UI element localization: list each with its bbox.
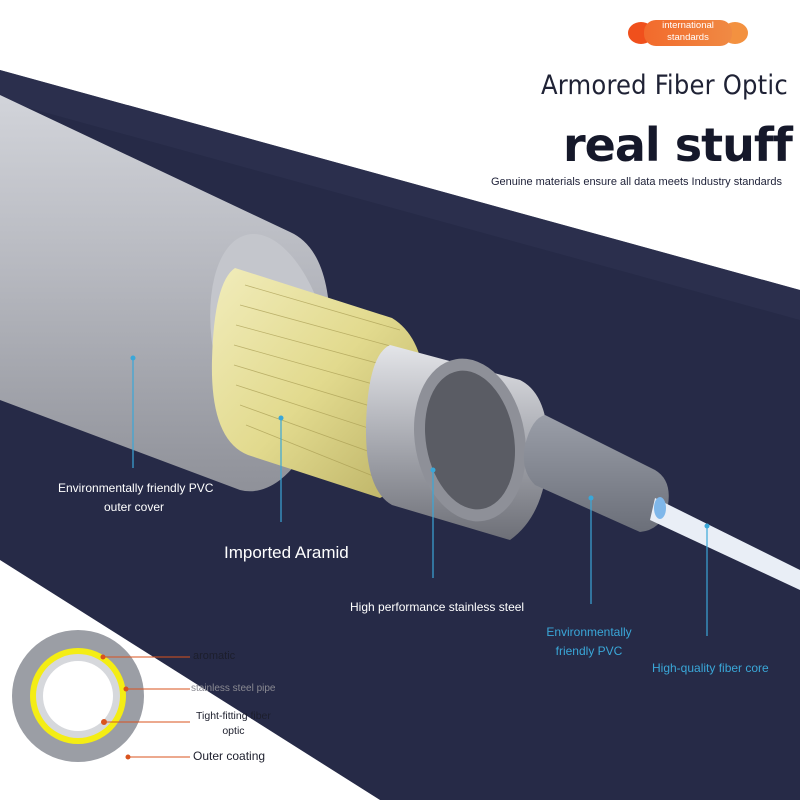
badge-pill — [644, 20, 732, 46]
label-pvc-outer-line-1: Environmentally friendly PVC — [58, 481, 214, 495]
cross-label-steel-pipe: stainless steel pipe — [191, 683, 276, 694]
cross-label-outer-coating: Outer coating — [193, 749, 266, 763]
inner-pvc-buffer — [523, 415, 669, 532]
tagline: Genuine materials ensure all data meets … — [491, 176, 783, 188]
label-pvc-inner: Environmentally friendly PVC — [540, 623, 638, 661]
label-pvc-inner-line-2: friendly PVC — [555, 644, 623, 658]
international-standards-badge: international standards — [628, 18, 748, 48]
fiber-tip — [654, 497, 666, 519]
label-pvc-inner-line-1: Environmentally — [546, 625, 632, 639]
fiber-core — [650, 498, 800, 590]
cross-label-tight-fiber-line-1: Tight-fitting fiber — [196, 710, 271, 722]
cross-label-tight-fiber: Tight-fitting fiber optic — [196, 709, 271, 739]
headline: real stuff — [563, 118, 793, 172]
badge-line-2: standards — [667, 32, 709, 43]
cross-label-aromatic: aromatic — [193, 650, 236, 662]
cross-label-tight-fiber-line-2: optic — [222, 725, 245, 737]
badge-line-1: international — [662, 20, 714, 31]
label-aramid: Imported Aramid — [224, 543, 349, 562]
label-stainless-steel: High performance stainless steel — [350, 600, 525, 614]
label-fiber-core: High-quality fiber core — [652, 661, 769, 675]
badge-text: international standards — [628, 20, 748, 44]
label-pvc-outer-cover: Environmentally friendly PVC outer cover — [58, 479, 214, 517]
label-pvc-outer-line-2: outer cover — [103, 500, 165, 514]
page-title: Armored Fiber Optic — [541, 70, 788, 101]
fiber-center — [43, 661, 113, 731]
callout-leaders — [130, 355, 710, 636]
cross-section-diagram — [12, 630, 190, 762]
